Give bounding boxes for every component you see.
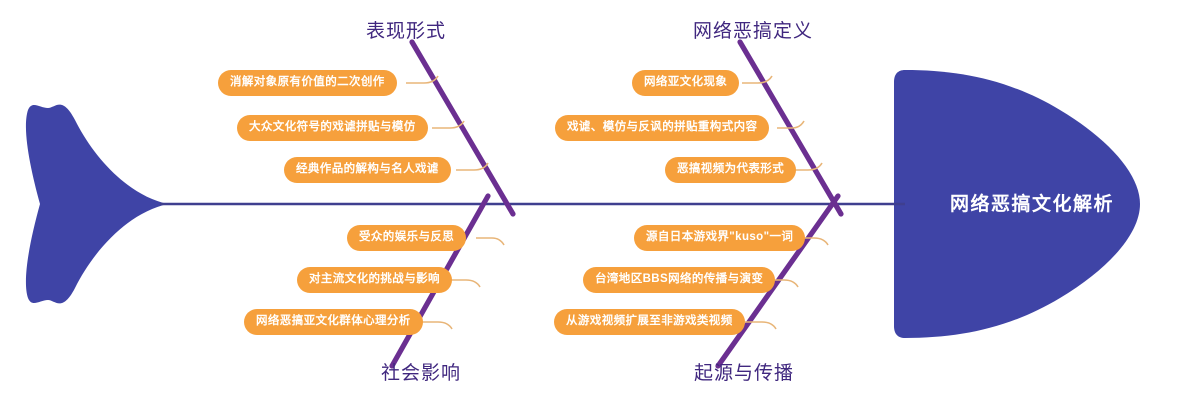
category-label-expression-form[interactable]: 表现形式: [366, 20, 447, 42]
cause-box[interactable]: 对主流文化的挑战与影响: [297, 267, 452, 293]
connector-line: [742, 75, 773, 84]
cause-box[interactable]: 从游戏视频扩展至非游戏类视频: [554, 309, 745, 335]
connector-line: [768, 279, 799, 288]
cause-box[interactable]: 网络亚文化现象: [632, 70, 740, 96]
cause-box[interactable]: 经典作品的解构与名人戏谑: [284, 157, 451, 183]
fish-head-title: 网络恶搞文化解析: [950, 193, 1115, 215]
bone-origin-spread: [715, 193, 841, 369]
connector-line: [745, 321, 777, 330]
fish-head-shape: [894, 70, 1140, 338]
connector-line: [406, 75, 439, 84]
cause-box[interactable]: 源自日本游戏界"kuso"一词: [634, 225, 806, 251]
cause-box[interactable]: 恶搞视频为代表形式: [665, 157, 797, 183]
category-label-origin-spread[interactable]: 起源与传播: [694, 362, 795, 384]
fish-tail-shape: [25, 104, 168, 304]
cause-box[interactable]: 台湾地区BBS网络的传播与演变: [583, 267, 776, 293]
cause-box[interactable]: 戏谑、模仿与反讽的拼贴重构式内容: [555, 115, 770, 141]
connector-line: [777, 120, 805, 129]
connector-line: [432, 120, 465, 129]
connector-line: [792, 162, 823, 171]
category-label-definition[interactable]: 网络恶搞定义: [693, 20, 814, 42]
connector-line: [798, 237, 829, 246]
cause-box[interactable]: 网络恶搞亚文化群体心理分析: [244, 309, 423, 335]
connector-line: [456, 162, 489, 171]
category-label-social-impact[interactable]: 社会影响: [381, 362, 462, 384]
connector-line: [421, 321, 453, 330]
bone-expression-form: [409, 39, 516, 217]
cause-box[interactable]: 消解对象原有价值的二次创作: [218, 70, 397, 96]
cause-box[interactable]: 大众文化符号的戏谑拼贴与模仿: [237, 115, 428, 141]
connector-line: [476, 237, 505, 246]
connector-line: [449, 279, 481, 288]
cause-box[interactable]: 受众的娱乐与反思: [347, 225, 467, 251]
